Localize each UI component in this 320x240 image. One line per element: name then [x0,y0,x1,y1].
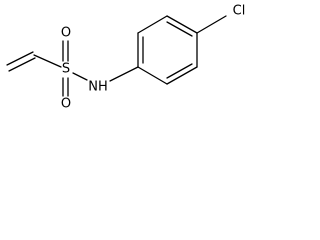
n-ring-bond [109,66,139,82]
ring-inner-bond-top [166,21,193,37]
ring-inner-bond-bottom [166,63,193,79]
oxygen-bottom-label: O [61,97,71,112]
benzene-ring [137,15,198,85]
vinyl-group [6,51,62,72]
ring-bond-6 [137,66,168,85]
sulfur-label: S [62,62,70,77]
ring-bond-2 [137,15,168,34]
s-n-bond [72,72,88,81]
chlorine-label: Cl [233,4,246,19]
vinyl-to-sulfur-bond [33,54,62,68]
chemical-structure: S O O NH Cl [6,4,246,112]
amine-label: NH [88,80,108,95]
ring-cl-bond [196,15,227,34]
ring-bond-5 [166,66,198,85]
vinyl-double-bond-a [6,51,34,66]
oxygen-top-label: O [61,26,71,41]
ring-bond-3 [166,15,198,34]
vinyl-double-bond-b [8,57,36,72]
sulfonyl-group: S O O [61,26,88,112]
